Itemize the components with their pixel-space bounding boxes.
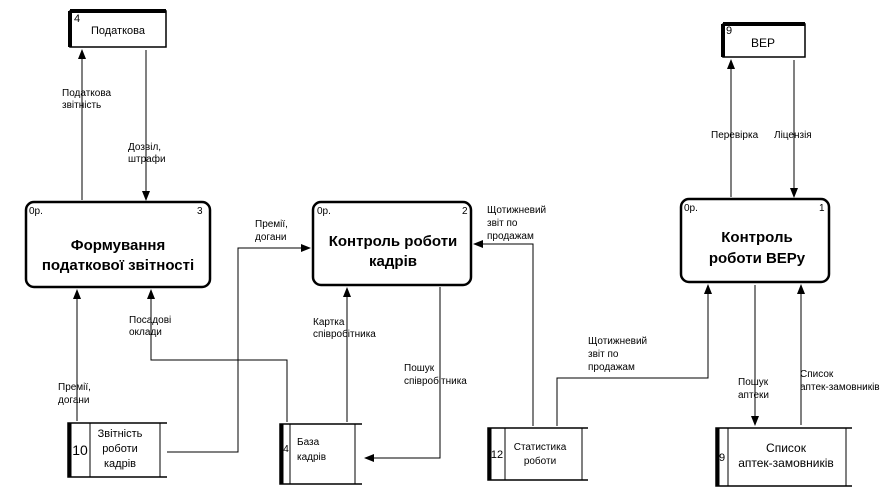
process-prefix: 0р. — [29, 206, 43, 217]
entity-number: 9 — [726, 25, 732, 37]
flow-litsenziia: Ліцензія — [774, 60, 812, 198]
process-number: 2 — [462, 206, 468, 217]
flow-podatkova-zvitnist: Податкова звітність — [62, 49, 112, 200]
flow-posadovi-oklady: Посадові оклади — [129, 289, 288, 422]
store-number: 9 — [719, 452, 725, 464]
flow-label-line1: Податкова — [62, 88, 112, 99]
data-store-spysok[interactable]: 9 Список аптек-замовників — [715, 427, 852, 487]
process-number: 3 — [197, 206, 203, 217]
flow-poshuk-apteky: Пошук аптеки — [738, 285, 769, 426]
flow-poshuk-spivrobitnyka: Пошук співробітника — [364, 287, 467, 462]
flow-label-line3: продажам — [588, 362, 635, 373]
store-label-line1: База — [297, 437, 320, 448]
store-label-line2: роботи — [102, 443, 138, 455]
flow-label-line1: Премії, — [58, 382, 91, 393]
flow-spysok-aptek: Список аптек-замовників — [797, 284, 880, 425]
process-title-line2: роботи ВЕРу — [709, 250, 806, 267]
data-store-statystyka[interactable]: 12 Статистика роботи — [487, 427, 588, 481]
process-title-line1: Контроль роботи — [329, 233, 458, 250]
flow-label-line2: співробітника — [313, 328, 376, 340]
process-kontrol-kadriv[interactable]: 0р. 2 Контроль роботи кадрів — [311, 200, 473, 287]
flow-perevirka: Перевірка — [711, 59, 759, 197]
store-label-line1: Статистика — [514, 442, 567, 453]
entity-number: 4 — [74, 13, 80, 25]
store-label-line1: Звітність — [98, 428, 143, 440]
flow-label: Ліцензія — [774, 130, 812, 141]
flow-label-line1: Картка — [313, 317, 345, 328]
process-prefix: 0р. — [684, 203, 698, 214]
store-label-line2: кадрів — [297, 452, 326, 463]
flow-label-line1: Пошук — [738, 377, 769, 388]
flow-label-line1: Щотижневий — [487, 205, 546, 216]
flow-shchotyzhnevyi-process2: Щотижневий звіт по продажам — [473, 205, 546, 426]
flow-kartka: Картка співробітника — [313, 287, 376, 422]
flow-label: Перевірка — [711, 130, 759, 141]
flow-dozvil-shtrafy: Дозвіл, штрафи — [128, 50, 166, 201]
flow-label-line2: догани — [255, 232, 287, 243]
flow-label-line1: Список — [800, 369, 834, 380]
process-title-line2: кадрів — [369, 253, 417, 270]
flow-label-line2: звітність — [62, 100, 101, 111]
process-title-line1: Контроль — [721, 229, 792, 246]
flow-shchotyzhnevyi-process1: Щотижневий звіт по продажам — [556, 284, 712, 426]
flow-label-line1: Щотижневий — [588, 336, 647, 347]
flow-label-line1: Посадові — [129, 315, 171, 326]
process-kontrol-veru[interactable]: 0р. 1 Контроль роботи ВЕРу — [679, 197, 831, 284]
store-label-line1: Список — [766, 441, 807, 455]
process-number: 1 — [819, 203, 825, 214]
store-number: 4 — [283, 444, 289, 455]
process-formuvannia[interactable]: 0р. 3 Формування податкової звітності — [24, 200, 212, 289]
process-title-line1: Формування — [71, 237, 165, 254]
store-label-line3: кадрів — [104, 458, 136, 470]
flow-label-line2: аптеки — [738, 390, 769, 401]
data-store-zvitnist[interactable]: 10 Звітність роботи кадрів — [67, 422, 167, 478]
external-entity-podatkova[interactable]: 4 Податкова — [68, 9, 167, 48]
flow-label-line1: Дозвіл, — [128, 142, 161, 153]
flow-label-line3: продажам — [487, 231, 534, 242]
flow-label-line2: звіт по — [487, 218, 518, 229]
entity-label: ВЕР — [751, 36, 775, 50]
external-entity-ver[interactable]: 9 ВЕР — [721, 22, 806, 58]
entity-label: Податкова — [91, 25, 146, 37]
store-label-line2: роботи — [524, 455, 556, 467]
flow-label-line2: співробітника — [404, 375, 467, 387]
flow-label-line2: звіт по — [588, 349, 619, 360]
flow-label-line1: Пошук — [404, 363, 435, 374]
flow-premii-dogany-up: Премії, догани — [58, 289, 91, 421]
flow-label-line2: аптек-замовників — [800, 382, 880, 393]
flow-label-line2: штрафи — [128, 153, 166, 165]
flow-label-line1: Премії, — [255, 219, 288, 230]
process-title-line2: податкової звітності — [42, 257, 194, 274]
flow-label-line2: догани — [58, 395, 90, 406]
flow-label-line2: оклади — [129, 327, 162, 338]
store-number: 10 — [72, 442, 88, 458]
process-prefix: 0р. — [317, 206, 331, 217]
store-number: 12 — [491, 449, 503, 461]
flow-premii-dogany-process2: Премії, догани — [167, 219, 311, 453]
data-store-baza-kadriv[interactable]: 4 База кадрів — [279, 423, 362, 485]
store-label-line2: аптек-замовників — [738, 456, 834, 470]
